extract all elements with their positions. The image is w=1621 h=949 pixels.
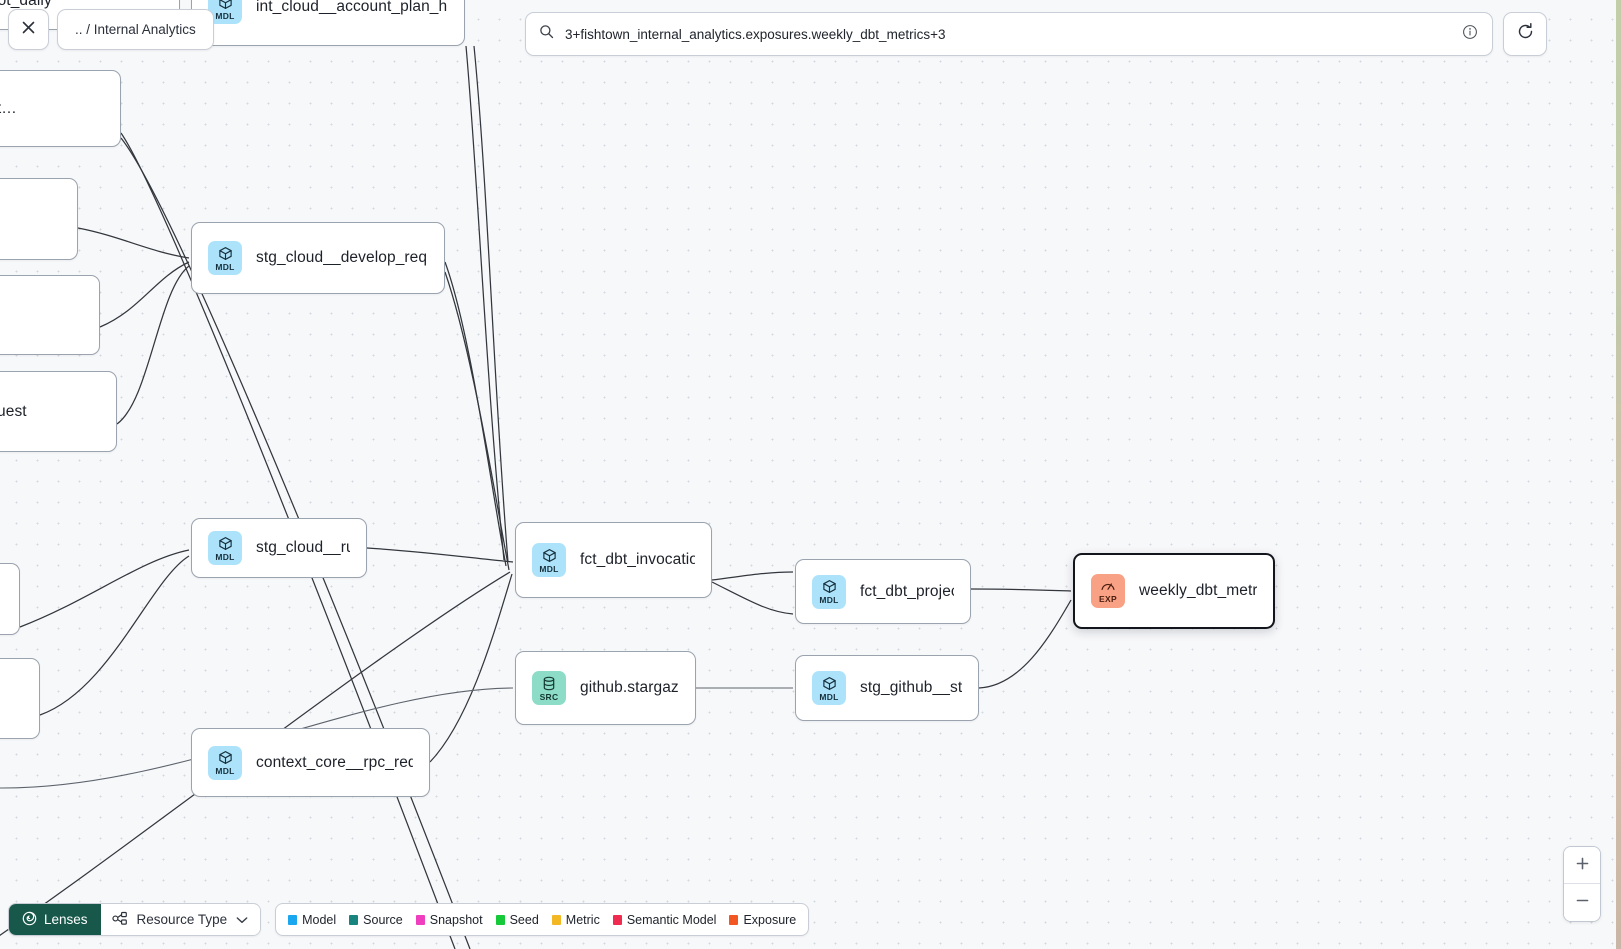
legend-item-model[interactable]: Model xyxy=(288,913,336,927)
legend-swatch xyxy=(612,914,622,925)
legend-item-source[interactable]: Source xyxy=(349,913,403,927)
search-icon xyxy=(539,24,554,44)
lens-spiral-icon xyxy=(22,911,37,929)
graph-node-label: stg_cloud__develop_requests xyxy=(256,249,428,266)
bottom-toolbar: Lenses Resource Type Model Source Snapshot… xyxy=(8,903,810,936)
refresh-button[interactable] xyxy=(1503,12,1547,56)
cube-icon: MDL xyxy=(812,574,846,609)
legend-label: Model xyxy=(302,912,337,927)
edge-line xyxy=(116,265,190,425)
graph-node-label: context_core__rpc_request xyxy=(256,753,413,771)
resource-type-legend: Model Source Snapshot Seed Metric Semantic Mo… xyxy=(275,903,810,936)
legend-label: Semantic Model xyxy=(626,912,717,927)
lineage-search-bar[interactable]: 3+fishtown_internal_analytics.exposures.… xyxy=(525,12,1493,56)
legend-item-snapshot[interactable]: Snapshot xyxy=(415,912,483,927)
cube-icon: MDL xyxy=(208,241,242,275)
breadcrumb-label: .. / Internal Analytics xyxy=(75,22,196,37)
top-toolbar: .. / Internal Analytics 3+fishtown_inter… xyxy=(0,0,1621,60)
info-icon[interactable] xyxy=(1462,24,1478,45)
graph-node-github_stargazers[interactable]: SRC github.stargazers xyxy=(515,651,696,725)
cube-icon: MDL xyxy=(208,531,242,565)
edge-line xyxy=(39,555,190,716)
legend-swatch xyxy=(415,914,425,925)
resource-type-dropdown[interactable]: Resource Type xyxy=(100,904,261,935)
database-icon: SRC xyxy=(532,671,566,705)
graph-node-label: weekly_dbt_metrics xyxy=(1139,582,1257,599)
legend-label: Snapshot xyxy=(429,912,483,927)
legend-swatch xyxy=(349,914,359,925)
graph-node-multicell_migration[interactable]: multicell_migrat… xyxy=(0,70,121,147)
breadcrumb[interactable]: .. / Internal Analytics xyxy=(57,9,214,50)
refresh-icon xyxy=(1516,22,1535,46)
lenses-group: Lenses Resource Type xyxy=(8,903,262,936)
legend-label: Metric xyxy=(565,912,600,927)
edge-line xyxy=(711,581,794,615)
legend-swatch xyxy=(551,914,561,925)
lenses-label: Lenses xyxy=(44,912,88,927)
graph-node-weekly_dbt_metrics[interactable]: EXP weekly_dbt_metrics xyxy=(1073,553,1275,629)
graph-node-context_core_rpc_request[interactable]: MDL context_core__rpc_request xyxy=(191,728,430,797)
graph-node-stg_github_stars[interactable]: MDL stg_github__stars xyxy=(795,655,979,721)
edge-line xyxy=(473,45,509,563)
legend-label: Seed xyxy=(509,912,539,927)
edge-line xyxy=(429,573,513,763)
graph-node-fct_dbt_invocations[interactable]: MDL fct_dbt_invocations xyxy=(515,522,712,598)
edge-line xyxy=(366,547,514,563)
close-icon xyxy=(20,19,37,41)
edge-line xyxy=(77,227,190,259)
zoom-controls xyxy=(1563,846,1601,922)
cube-icon: MDL xyxy=(532,543,566,577)
graph-node-cloud_develop_request[interactable]: …velop_request xyxy=(0,275,100,355)
graph-node-label: fct_dbt_projects xyxy=(860,582,954,600)
legend-swatch xyxy=(495,914,505,925)
right-edge-artifact xyxy=(1616,0,1621,949)
graph-node-label: fct_dbt_invocations xyxy=(580,551,695,568)
graph-node-stg_cloud_develop_requests[interactable]: MDL stg_cloud__develop_requests xyxy=(191,222,445,294)
graph-node-label: github.stargazers xyxy=(580,679,679,696)
graph-node-label: snapshot_daily xyxy=(0,0,52,9)
graph-node-label: stg_cloud__runs xyxy=(256,539,350,556)
graph-node-int_develop_request[interactable]: …develop_request xyxy=(0,371,117,452)
gauge-icon: EXP xyxy=(1091,574,1125,608)
graph-node-label: stg_github__stars xyxy=(860,679,962,696)
edge-line xyxy=(444,271,510,571)
edge-line xyxy=(444,261,507,567)
chevron-down-icon xyxy=(236,912,248,927)
legend-swatch xyxy=(288,914,298,925)
graph-node-partial_run_a[interactable]: …n xyxy=(0,563,20,635)
minus-icon xyxy=(1575,893,1590,912)
search-input[interactable]: 3+fishtown_internal_analytics.exposures.… xyxy=(565,26,946,42)
plus-icon xyxy=(1575,856,1590,875)
resource-nodes-icon xyxy=(111,911,128,929)
zoom-out-button[interactable] xyxy=(1564,884,1600,921)
close-button[interactable] xyxy=(8,9,49,50)
edge-line xyxy=(99,261,190,328)
edge-line xyxy=(970,588,1072,592)
graph-node-stg_cloud_runs[interactable]: MDL stg_cloud__runs xyxy=(191,518,367,578)
graph-node-fct_dbt_projects[interactable]: MDL fct_dbt_projects xyxy=(795,559,971,624)
zoom-in-button[interactable] xyxy=(1564,847,1600,884)
cube-icon: MDL xyxy=(208,745,242,780)
graph-node-label: …develop_request xyxy=(0,402,27,420)
edge-line xyxy=(711,571,794,581)
legend-item-metric[interactable]: Metric xyxy=(551,912,600,927)
cube-icon: MDL xyxy=(812,671,846,705)
legend-swatch xyxy=(729,914,739,925)
edge-line xyxy=(19,549,190,628)
edge-line xyxy=(465,45,505,561)
legend-item-seed[interactable]: Seed xyxy=(495,912,539,927)
graph-node-stg_cloud_develop_request[interactable]: …p_request xyxy=(0,178,78,260)
legend-label: Source xyxy=(363,912,403,927)
legend-item-exposure[interactable]: Exposure xyxy=(729,913,796,927)
lenses-button[interactable]: Lenses xyxy=(9,904,101,935)
legend-label: Exposure xyxy=(743,912,797,927)
resource-type-label: Resource Type xyxy=(136,912,228,927)
graph-node-partial_run_b[interactable]: …run xyxy=(0,658,40,739)
graph-node-label: multicell_migrat… xyxy=(0,99,17,117)
legend-item-semantic-model[interactable]: Semantic Model xyxy=(612,912,717,927)
edge-line xyxy=(978,599,1072,689)
graph-node-label: int_cloud__account_plan_history xyxy=(256,0,448,15)
